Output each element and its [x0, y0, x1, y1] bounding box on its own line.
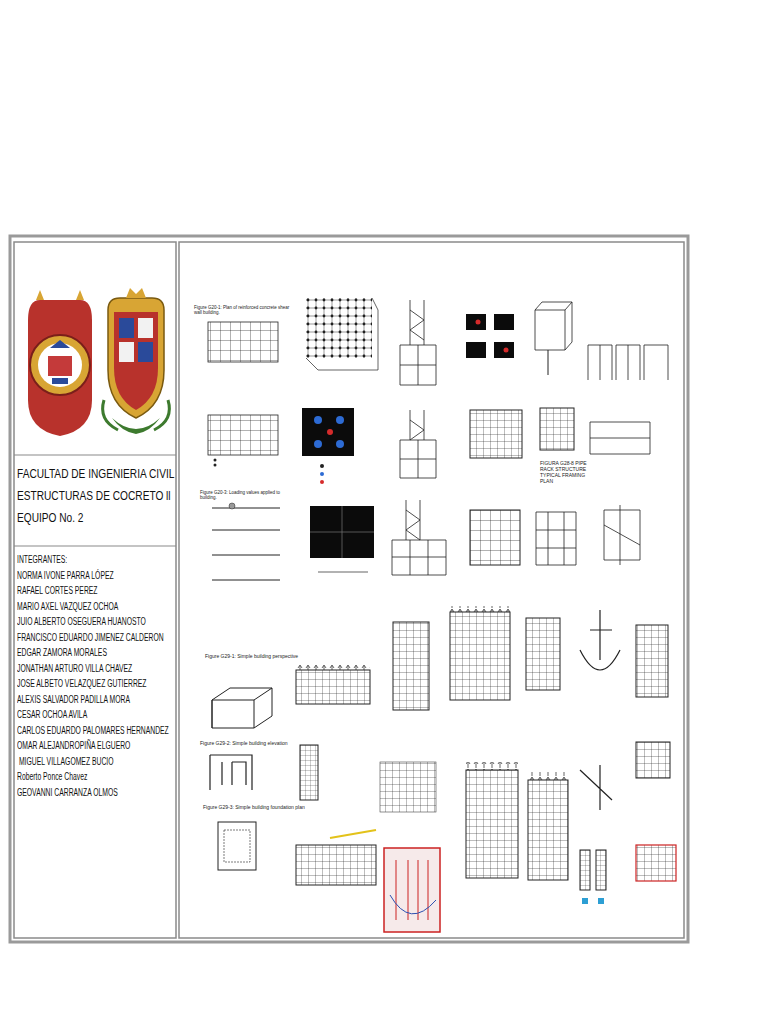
figure-caption: Figure G20-1: Plan of reinforced concret… [194, 305, 294, 316]
member-name: RAFAEL CORTES PEREZ [17, 583, 97, 599]
member-name: Roberto Ponce Chavez [17, 769, 87, 785]
member-name: JOSE ALBETO VELAZQUEZ GUTIERREZ [17, 676, 146, 692]
figure-caption: Figure G20-3: Loading values applied to … [200, 490, 290, 501]
figure-caption: Figure G29-2: Simple building elevation [200, 740, 310, 746]
section-heading: INTEGRANTES: [17, 552, 67, 568]
member-name: NORMA IVONE PARRA LÓPEZ [17, 568, 114, 584]
members-box: INTEGRANTES:NORMA IVONE PARRA LÓPEZRAFAE… [17, 552, 175, 800]
member-name: CESAR OCHOA AVILA [17, 707, 87, 723]
crest-logo [28, 290, 92, 436]
title-box: FACULTAD DE INGENIERIA CIVILESTRUCTURAS … [17, 463, 175, 529]
figure-caption: FIGURA G28-8 PIPE RACK STRUCTURE TYPICAL… [540, 460, 592, 484]
title-line: EQUIPO No. 2 [17, 507, 83, 529]
member-name: EDGAR ZAMORA MORALES [17, 645, 107, 661]
figure-caption: Figure G29-1: Simple building perspectiv… [205, 653, 315, 659]
member-name: FRANCISCO EDUARDO JIMENEZ CALDERON [17, 630, 164, 646]
member-name: JUIO ALBERTO OSEGUERA HUANOSTO [17, 614, 146, 630]
shield-logo [103, 288, 170, 434]
member-name: CARLOS EDUARDO PALOMARES HERNANDEZ [17, 723, 169, 739]
member-name: JONATHAN ARTURO VILLA CHAVEZ [17, 661, 132, 677]
member-name: MIGUEL VILLAGOMEZ BUCIO [17, 754, 113, 770]
member-name: MARIO AXEL VAZQUEZ OCHOA [17, 599, 118, 615]
figure-caption: Figure G29-3: Simple building foundation… [203, 804, 313, 810]
member-name: OMAR ALEJANDROPIÑA ELGUERO [17, 738, 130, 754]
member-name: ALEXIS SALVADOR PADILLA MORA [17, 692, 130, 708]
title-line: ESTRUCTURAS DE COCRETO ll [17, 485, 171, 507]
title-line: FACULTAD DE INGENIERIA CIVIL [17, 463, 174, 485]
member-name: GEOVANNI CARRANZA OLMOS [17, 785, 118, 801]
